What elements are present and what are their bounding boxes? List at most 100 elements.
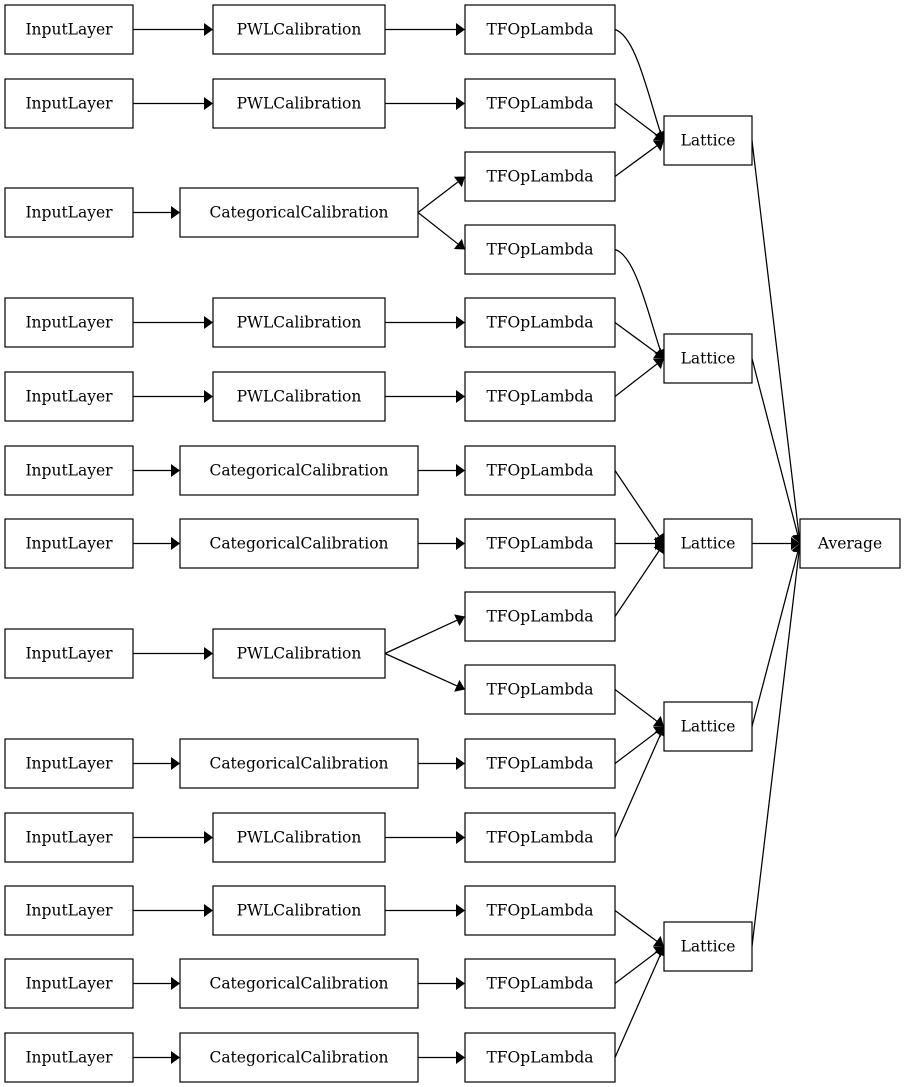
node-categorical-calibration-cal11[interactable]: CategoricalCalibration xyxy=(179,958,419,1009)
node-box[interactable] xyxy=(4,958,134,1009)
node-box[interactable] xyxy=(179,1032,419,1083)
node-tfop-lambda-lam11[interactable]: TFOpLambda xyxy=(464,812,616,863)
node-input-layer-in9[interactable]: InputLayer xyxy=(4,812,134,863)
node-pwlcalibration-cal10[interactable]: PWLCalibration xyxy=(212,885,386,936)
node-box[interactable] xyxy=(464,664,616,715)
node-lattice-lat1[interactable]: Lattice xyxy=(663,333,753,384)
node-input-layer-in6[interactable]: InputLayer xyxy=(4,518,134,569)
node-tfop-lambda-lam5[interactable]: TFOpLambda xyxy=(464,371,616,422)
node-lattice-lat4[interactable]: Lattice xyxy=(663,921,753,972)
node-box[interactable] xyxy=(464,885,616,936)
node-box[interactable] xyxy=(464,958,616,1009)
node-box[interactable] xyxy=(4,187,134,238)
node-box[interactable] xyxy=(4,628,134,679)
node-box[interactable] xyxy=(663,115,753,166)
node-average-avg[interactable]: Average xyxy=(799,518,901,569)
arrowhead-icon xyxy=(456,23,465,36)
node-lattice-lat2[interactable]: Lattice xyxy=(663,518,753,569)
node-box[interactable] xyxy=(464,151,616,202)
node-categorical-calibration-cal5[interactable]: CategoricalCalibration xyxy=(179,445,419,496)
node-input-layer-in3[interactable]: InputLayer xyxy=(4,297,134,348)
node-categorical-calibration-cal12[interactable]: CategoricalCalibration xyxy=(179,1032,419,1083)
node-pwlcalibration-cal9[interactable]: PWLCalibration xyxy=(212,812,386,863)
edge-input-layer-to-categorical-calibration xyxy=(133,757,180,770)
node-box[interactable] xyxy=(464,371,616,422)
node-tfop-lambda-lam1[interactable]: TFOpLambda xyxy=(464,78,616,129)
node-label: InputLayer xyxy=(25,645,113,663)
node-box[interactable] xyxy=(4,738,134,789)
node-tfop-lambda-lam8[interactable]: TFOpLambda xyxy=(464,591,616,642)
node-tfop-lambda-lam0[interactable]: TFOpLambda xyxy=(464,4,616,55)
node-box[interactable] xyxy=(663,921,753,972)
node-input-layer-in10[interactable]: InputLayer xyxy=(4,885,134,936)
node-tfop-lambda-lam13[interactable]: TFOpLambda xyxy=(464,958,616,1009)
node-box[interactable] xyxy=(464,738,616,789)
node-box[interactable] xyxy=(464,297,616,348)
node-box[interactable] xyxy=(212,78,386,129)
node-tfop-lambda-lam10[interactable]: TFOpLambda xyxy=(464,738,616,789)
node-tfop-lambda-lam9[interactable]: TFOpLambda xyxy=(464,664,616,715)
node-box[interactable] xyxy=(4,371,134,422)
node-box[interactable] xyxy=(212,297,386,348)
node-box[interactable] xyxy=(663,333,753,384)
node-box[interactable] xyxy=(212,628,386,679)
node-input-layer-in11[interactable]: InputLayer xyxy=(4,958,134,1009)
node-box[interactable] xyxy=(4,297,134,348)
node-box[interactable] xyxy=(179,445,419,496)
node-box[interactable] xyxy=(179,958,419,1009)
node-input-layer-in2[interactable]: InputLayer xyxy=(4,187,134,238)
node-lattice-lat3[interactable]: Lattice xyxy=(663,701,753,752)
node-input-layer-in5[interactable]: InputLayer xyxy=(4,445,134,496)
node-box[interactable] xyxy=(464,224,616,275)
node-categorical-calibration-cal8[interactable]: CategoricalCalibration xyxy=(179,738,419,789)
node-box[interactable] xyxy=(4,78,134,129)
node-pwlcalibration-cal4[interactable]: PWLCalibration xyxy=(212,371,386,422)
node-tfop-lambda-lam6[interactable]: TFOpLambda xyxy=(464,445,616,496)
node-box[interactable] xyxy=(464,518,616,569)
node-tfop-lambda-lam7[interactable]: TFOpLambda xyxy=(464,518,616,569)
node-box[interactable] xyxy=(464,78,616,129)
node-pwlcalibration-cal1[interactable]: PWLCalibration xyxy=(212,78,386,129)
node-box[interactable] xyxy=(663,701,753,752)
node-box[interactable] xyxy=(464,1032,616,1083)
edge-line xyxy=(751,358,799,535)
node-box[interactable] xyxy=(464,445,616,496)
node-input-layer-in8[interactable]: InputLayer xyxy=(4,738,134,789)
node-input-layer-in4[interactable]: InputLayer xyxy=(4,371,134,422)
node-box[interactable] xyxy=(212,371,386,422)
node-box[interactable] xyxy=(4,4,134,55)
node-tfop-lambda-lam14[interactable]: TFOpLambda xyxy=(464,1032,616,1083)
edge-categorical-calibration-to-tfop-lambda xyxy=(418,1051,465,1064)
node-box[interactable] xyxy=(212,4,386,55)
node-lattice-lat0[interactable]: Lattice xyxy=(663,115,753,166)
node-box[interactable] xyxy=(212,885,386,936)
node-box[interactable] xyxy=(4,812,134,863)
node-box[interactable] xyxy=(179,738,419,789)
edge-line xyxy=(614,145,658,178)
node-pwlcalibration-cal0[interactable]: PWLCalibration xyxy=(212,4,386,55)
node-box[interactable] xyxy=(4,885,134,936)
node-input-layer-in1[interactable]: InputLayer xyxy=(4,78,134,129)
node-box[interactable] xyxy=(179,187,419,238)
node-pwlcalibration-cal7[interactable]: PWLCalibration xyxy=(212,628,386,679)
node-box[interactable] xyxy=(4,518,134,569)
node-tfop-lambda-lam4[interactable]: TFOpLambda xyxy=(464,297,616,348)
node-box[interactable] xyxy=(464,4,616,55)
node-pwlcalibration-cal3[interactable]: PWLCalibration xyxy=(212,297,386,348)
node-box[interactable] xyxy=(663,518,753,569)
node-box[interactable] xyxy=(799,518,901,569)
node-categorical-calibration-cal2[interactable]: CategoricalCalibration xyxy=(179,187,419,238)
node-box[interactable] xyxy=(212,812,386,863)
node-box[interactable] xyxy=(4,445,134,496)
node-tfop-lambda-lam12[interactable]: TFOpLambda xyxy=(464,885,616,936)
node-box[interactable] xyxy=(4,1032,134,1083)
node-input-layer-in12[interactable]: InputLayer xyxy=(4,1032,134,1083)
node-box[interactable] xyxy=(464,812,616,863)
node-tfop-lambda-lam3[interactable]: TFOpLambda xyxy=(464,224,616,275)
node-box[interactable] xyxy=(464,591,616,642)
node-input-layer-in7[interactable]: InputLayer xyxy=(4,628,134,679)
node-tfop-lambda-lam2[interactable]: TFOpLambda xyxy=(464,151,616,202)
node-box[interactable] xyxy=(179,518,419,569)
node-categorical-calibration-cal6[interactable]: CategoricalCalibration xyxy=(179,518,419,569)
node-input-layer-in0[interactable]: InputLayer xyxy=(4,4,134,55)
